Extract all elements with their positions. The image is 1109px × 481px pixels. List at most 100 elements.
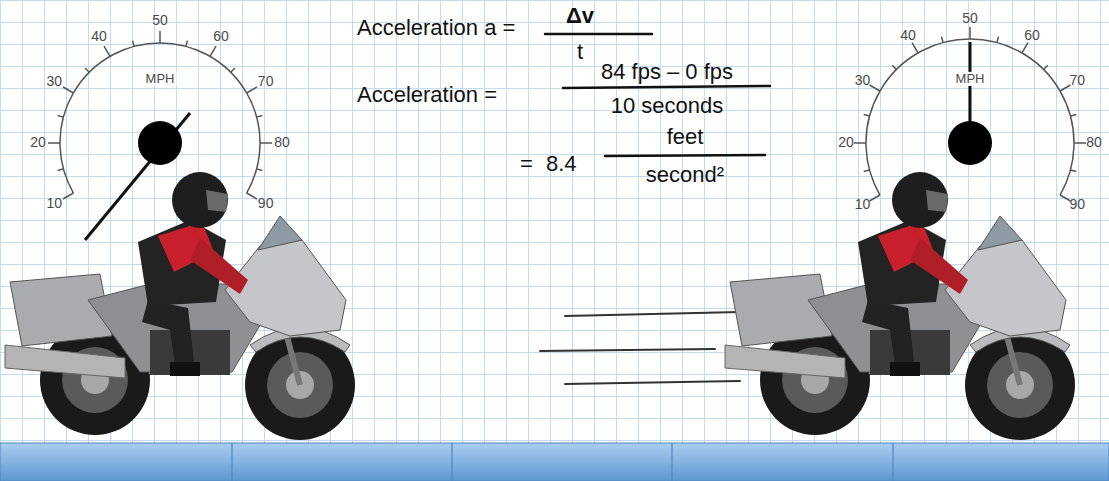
speedometer [159, 31, 161, 43]
speedometer [870, 85, 880, 91]
gauge-number: 70 [258, 74, 274, 89]
gauge-number: 40 [91, 30, 107, 45]
motorcycle-rider [172, 172, 228, 228]
gauge-number: 90 [1070, 197, 1086, 212]
fraction-bar [605, 155, 765, 156]
gauge-number: 60 [213, 30, 229, 45]
gauge-number: 20 [838, 135, 854, 150]
gauge-number: 40 [900, 28, 916, 43]
gauge-number: 50 [962, 11, 978, 26]
motorcycle-rider [5, 172, 355, 440]
speedometer [133, 41, 135, 47]
speedometer [969, 27, 971, 39]
fraction-bar [545, 34, 770, 156]
motorcycle-rider [890, 362, 920, 376]
speedometer [864, 170, 870, 172]
formula-text: 8.4 [546, 152, 577, 176]
formula-text: feet [667, 125, 704, 149]
speedometer [247, 193, 257, 199]
gauge-number: 60 [1024, 28, 1040, 43]
gauge-number: 10 [855, 197, 871, 212]
formula-text: Δv [566, 4, 594, 28]
speedometer [1044, 65, 1048, 69]
speedometer [864, 115, 870, 117]
speedometer [186, 41, 188, 47]
gauge-number: 70 [1070, 73, 1086, 88]
motorcycle-rider [725, 172, 1075, 440]
floor-bar [671, 443, 672, 481]
floor-bar [451, 443, 452, 481]
formula-text: second² [646, 163, 724, 187]
speedometer [104, 46, 110, 56]
gauge-unit: MPH [954, 72, 987, 86]
speedometer [870, 195, 880, 201]
gauge-number: 30 [855, 73, 871, 88]
floor-bar [0, 443, 1109, 481]
gauge-unit: MPH [144, 72, 177, 86]
speedometer [1022, 43, 1028, 53]
speedometer [85, 68, 89, 72]
speedometer [1060, 85, 1070, 91]
speedometer [260, 142, 272, 144]
motorcycle-rider [725, 345, 845, 378]
fraction-bar [545, 33, 652, 36]
gauge-number: 90 [258, 196, 274, 211]
formula-text: Acceleration = [357, 83, 497, 107]
formula-text: 84 fps – 0 fps [601, 60, 733, 84]
floor-bar [892, 443, 893, 481]
motorcycle-rider [206, 190, 228, 212]
gauge-number: 50 [152, 13, 168, 28]
answer-line [540, 349, 715, 351]
speedometer [942, 37, 944, 43]
motorcycle-rider [5, 345, 125, 378]
speedometer [1070, 115, 1076, 117]
speedometer [912, 43, 918, 53]
speedometer [854, 27, 1086, 201]
motorcycle-rider [258, 216, 302, 250]
speedometer [257, 116, 263, 118]
speedometer [948, 121, 992, 165]
speedometer [138, 121, 182, 165]
gauge-number: 20 [30, 135, 46, 150]
motorcycle-rider [862, 300, 914, 372]
gauge-number: 80 [1086, 135, 1102, 150]
speedometer [48, 142, 60, 144]
speedometer [1070, 170, 1076, 172]
speedometer [58, 169, 64, 171]
speedometer [1074, 142, 1086, 144]
speedometer [231, 68, 235, 72]
speedometer [63, 87, 73, 93]
speedometer [247, 87, 257, 93]
formula-text: 10 seconds [611, 94, 724, 118]
motorcycle-rider [978, 216, 1022, 250]
formula-text: t [577, 40, 583, 64]
gauge-number: 10 [47, 196, 63, 211]
floor-bar [231, 443, 232, 481]
formula-text: = [520, 152, 533, 176]
gauge-number: 30 [47, 74, 63, 89]
answer-line [540, 312, 740, 384]
speedometer [866, 39, 1074, 195]
speedometer [892, 65, 896, 69]
floor-bar [0, 443, 1109, 481]
speedometer [257, 169, 263, 171]
speedometer [1060, 195, 1070, 201]
answer-line [565, 381, 740, 384]
motorcycle-rider [892, 172, 948, 228]
speedometer [60, 43, 260, 193]
formula-text: Acceleration a = [357, 16, 515, 40]
speedometer [210, 46, 216, 56]
speedometer [854, 142, 866, 144]
motorcycle-rider [926, 190, 948, 212]
speedometer [58, 116, 64, 118]
motorcycle-rider [142, 300, 194, 372]
speedometer [48, 31, 272, 240]
motorcycle-rider [170, 362, 200, 376]
speedometer [63, 193, 73, 199]
needle [85, 113, 190, 240]
motorcycle-rider [910, 238, 968, 294]
gauge-number: 80 [274, 135, 290, 150]
motorcycle-rider [190, 238, 248, 294]
speedometer [997, 37, 999, 43]
